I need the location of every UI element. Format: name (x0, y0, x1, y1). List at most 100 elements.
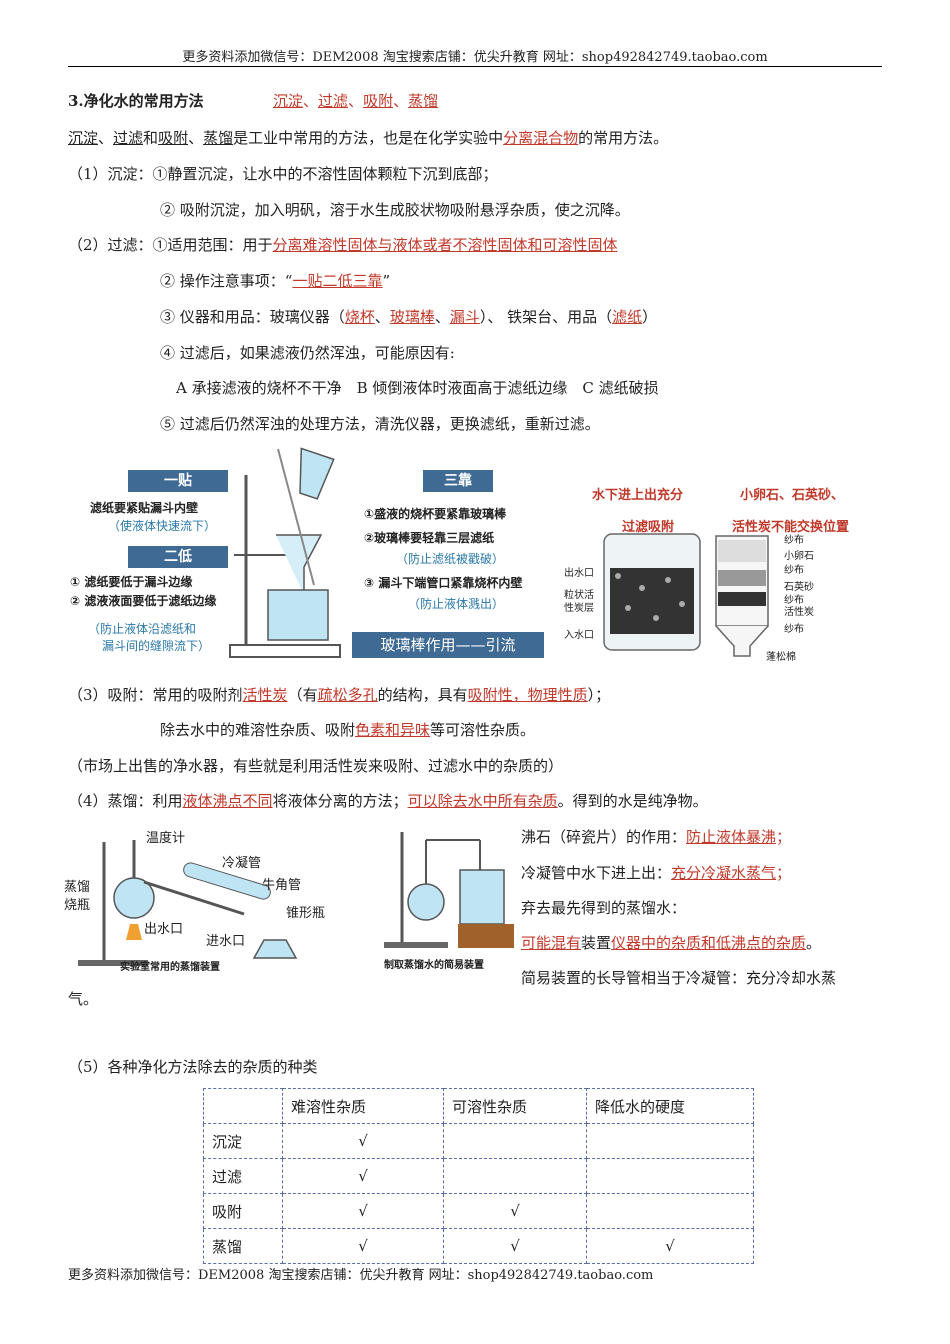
s2-d: ④ 过滤后，如果滤液仍然浑浊，可能原因有: (160, 344, 455, 362)
layer-cotton: 蓬松棉 (766, 652, 796, 663)
purifier-figure: 水下进上出充分 过滤吸附 小卵石、石英砂、 活性炭不能交换位置 出水口 粒状活 … (562, 480, 892, 665)
layer-sand: 石英砂 (784, 582, 814, 593)
di-text-1: ① 滤纸要低于漏斗边缘 (70, 575, 193, 589)
di-note-2: 漏斗间的缝隙流下） (102, 639, 211, 653)
filtration-figure: 一贴 滤纸要紧贴漏斗内壁 （使液体快速流下） 二低 ① 滤纸要低于漏斗边缘 ② … (68, 445, 558, 665)
table-cell (443, 1158, 587, 1194)
section-title: 3.净化水的常用方法 (68, 92, 204, 110)
s2-f: ⑤ 过滤后仍然浑浊的处理方法，清洗仪器，更换滤纸，重新过滤。 (160, 415, 600, 433)
layer-note-1: 小卵石、石英砂、 (740, 488, 845, 503)
note-long-tube-end: 气。 (68, 990, 99, 1008)
carbon-column-illustration (603, 533, 701, 651)
table-header-cell: 降低水的硬度 (586, 1088, 754, 1124)
s3-c: （市场上出售的净水器，有些就是利用活性炭来吸附、过滤水中的杂质的） (68, 757, 564, 775)
layer-bottle-illustration (715, 535, 769, 657)
table-cell: 吸附 (203, 1193, 283, 1229)
s3-b: 除去水中的难溶性杂质、吸附色素和异味等可溶性杂质。 (160, 721, 536, 739)
layer-pebble: 小卵石 (784, 551, 814, 562)
table-cell (443, 1123, 587, 1159)
page-header: 更多资料添加微信号：DEM2008 淘宝搜索店铺：优尖升教育 网址：shop49… (182, 50, 768, 65)
table-cell: 蒸馏 (203, 1228, 283, 1264)
layer-gauze-1: 纱布 (784, 535, 804, 546)
table-cell: √ (282, 1158, 444, 1194)
layer-note-2: 活性炭不能交换位置 (732, 520, 850, 535)
kao-note-2: （防止液体溅出） (408, 597, 505, 611)
table-header-cell: 可溶性杂质 (443, 1088, 587, 1124)
purifier-note-1: 水下进上出充分 (592, 488, 684, 503)
table-cell: 过滤 (203, 1158, 283, 1194)
purifier-note-2: 过滤吸附 (622, 520, 675, 535)
kao-text-1: ①盛液的烧杯要紧靠玻璃棒 (364, 507, 507, 521)
distillation-illustration (78, 840, 298, 966)
table-row: 过滤 √ (203, 1158, 754, 1194)
table-cell (586, 1158, 754, 1194)
table-row: 蒸馏 √ √ √ (203, 1228, 754, 1264)
di-badge: 二低 (128, 546, 228, 568)
carbon-label-2: 性炭层 (564, 603, 594, 614)
water-outlet-label: 出水口 (144, 922, 184, 937)
table-cell: √ (443, 1228, 587, 1264)
kao-text-3: ③ 漏斗下端管口紧靠烧杯内壁 (364, 576, 523, 590)
tie-text: 滤纸要紧贴漏斗内壁 (90, 501, 199, 515)
table-header-cell: 难溶性杂质 (282, 1088, 444, 1124)
page-footer: 更多资料添加微信号：DEM2008 淘宝搜索店铺：优尖升教育 网址：shop49… (68, 1268, 654, 1283)
s1-b: ② 吸附沉淀，加入明矾，溶于水生成胶状物吸附悬浮杂质，使之沉降。 (160, 201, 630, 219)
adapter-label: 牛角管 (262, 878, 302, 893)
layer-gauze-3: 纱布 (784, 595, 804, 606)
layer-gauze-2: 纱布 (784, 565, 804, 576)
s3-a: （3）吸附：常用的吸附剂活性炭（有疏松多孔的结构，具有吸附性，物理性质）； (68, 686, 611, 704)
layer-gauze-4: 纱布 (784, 624, 804, 635)
di-note-1: （防止液体沿滤纸和 (88, 622, 197, 636)
note-impurities: 可能混有装置仪器中的杂质和低沸点的杂质。 (521, 934, 822, 952)
tie-note: （使液体快速流下） (108, 519, 217, 533)
simple-distillation-illustration (384, 832, 514, 948)
water-inlet-label: 进水口 (206, 934, 246, 949)
intro-line: 沉淀、过滤和吸附、蒸馏是工业中常用的方法，也是在化学实验中分离混合物的常用方法。 (68, 129, 669, 147)
table-row: 吸附 √ √ (203, 1193, 754, 1229)
condenser-label: 冷凝管 (222, 856, 262, 871)
kao-text-2: ②玻璃棒要轻靠三层滤纸 (364, 531, 495, 545)
table-cell: √ (282, 1123, 444, 1159)
distillation-figure: 温度计 冷凝管 牛角管 蒸馏 烧瓶 出水口 进水口 锥形瓶 实验室常用的蒸馏装置 (64, 822, 364, 973)
title-answers: 沉淀、过滤、吸附、蒸馏 (273, 92, 439, 110)
note-discard: 弃去最先得到的蒸馏水： (521, 899, 687, 917)
distillation-caption: 实验室常用的蒸馏装置 (120, 962, 220, 973)
table-header-cell (203, 1088, 283, 1124)
s4-a: （4）蒸馏：利用液体沸点不同将液体分离的方法；可以除去水中所有杂质。得到的水是纯… (68, 792, 708, 810)
note-long-tube: 简易装置的长导管相当于冷凝管：充分冷却水蒸 (521, 969, 837, 987)
tie-badge: 一贴 (128, 470, 228, 492)
s2-a: （2）过滤：①适用范围：用于分离难溶性固体与液体或者不溶性固体和可溶性固体 (68, 236, 618, 254)
kao-note-1: （防止滤纸被戳破） (396, 552, 505, 566)
note-boiling-chips: 沸石（碎瓷片）的作用：防止液体暴沸； (521, 828, 792, 846)
purification-table: 难溶性杂质 可溶性杂质 降低水的硬度 沉淀 √ 过滤 √ 吸附 √ √ 蒸馏 √… (203, 1088, 754, 1264)
table-cell: √ (586, 1228, 754, 1264)
table-cell: √ (443, 1193, 587, 1229)
s1-a: （1）沉淀：①静置沉淀，让水中的不溶性固体颗粒下沉到底部； (68, 165, 498, 183)
filter-apparatus-illustration (229, 447, 341, 658)
simple-distillation-figure: 制取蒸馏水的简易装置 (380, 822, 516, 972)
flask-label-1: 蒸馏 (64, 880, 91, 895)
table-cell (586, 1193, 754, 1229)
table-cell: 沉淀 (203, 1123, 283, 1159)
table-cell: √ (282, 1193, 444, 1229)
table-row: 沉淀 √ (203, 1123, 754, 1159)
s5-title: （5）各种净化方法除去的杂质的种类 (68, 1058, 318, 1076)
s2-e: A 承接滤液的烧杯不干净 B 倾倒液体时液面高于滤纸边缘 C 滤纸破损 (176, 379, 659, 397)
di-text-2: ② 滤液液面要低于滤纸边缘 (70, 594, 217, 608)
table-cell (586, 1123, 754, 1159)
outlet-label: 出水口 (564, 568, 594, 579)
glass-rod-banner: 玻璃棒作用——引流 (352, 632, 544, 658)
table-header-row: 难溶性杂质 可溶性杂质 降低水的硬度 (203, 1088, 754, 1124)
s2-c: ③ 仪器和用品：玻璃仪器（烧杯、玻璃棒、漏斗）、 铁架台、用品（滤纸） (160, 308, 658, 326)
simple-distillation-caption: 制取蒸馏水的简易装置 (384, 960, 484, 971)
flask-label-2: 烧瓶 (64, 898, 91, 913)
table-cell: √ (282, 1228, 444, 1264)
header-rule (68, 66, 882, 67)
note-condenser: 冷凝管中水下进上出：充分冷凝水蒸气； (521, 864, 792, 882)
conical-flask-label: 锥形瓶 (286, 906, 326, 921)
s2-b: ② 操作注意事项：“一贴二低三靠” (160, 272, 391, 290)
inlet-label: 入水口 (564, 630, 594, 641)
thermometer-label: 温度计 (146, 831, 186, 846)
kao-badge: 三靠 (423, 470, 493, 492)
carbon-label-1: 粒状活 (564, 590, 594, 601)
